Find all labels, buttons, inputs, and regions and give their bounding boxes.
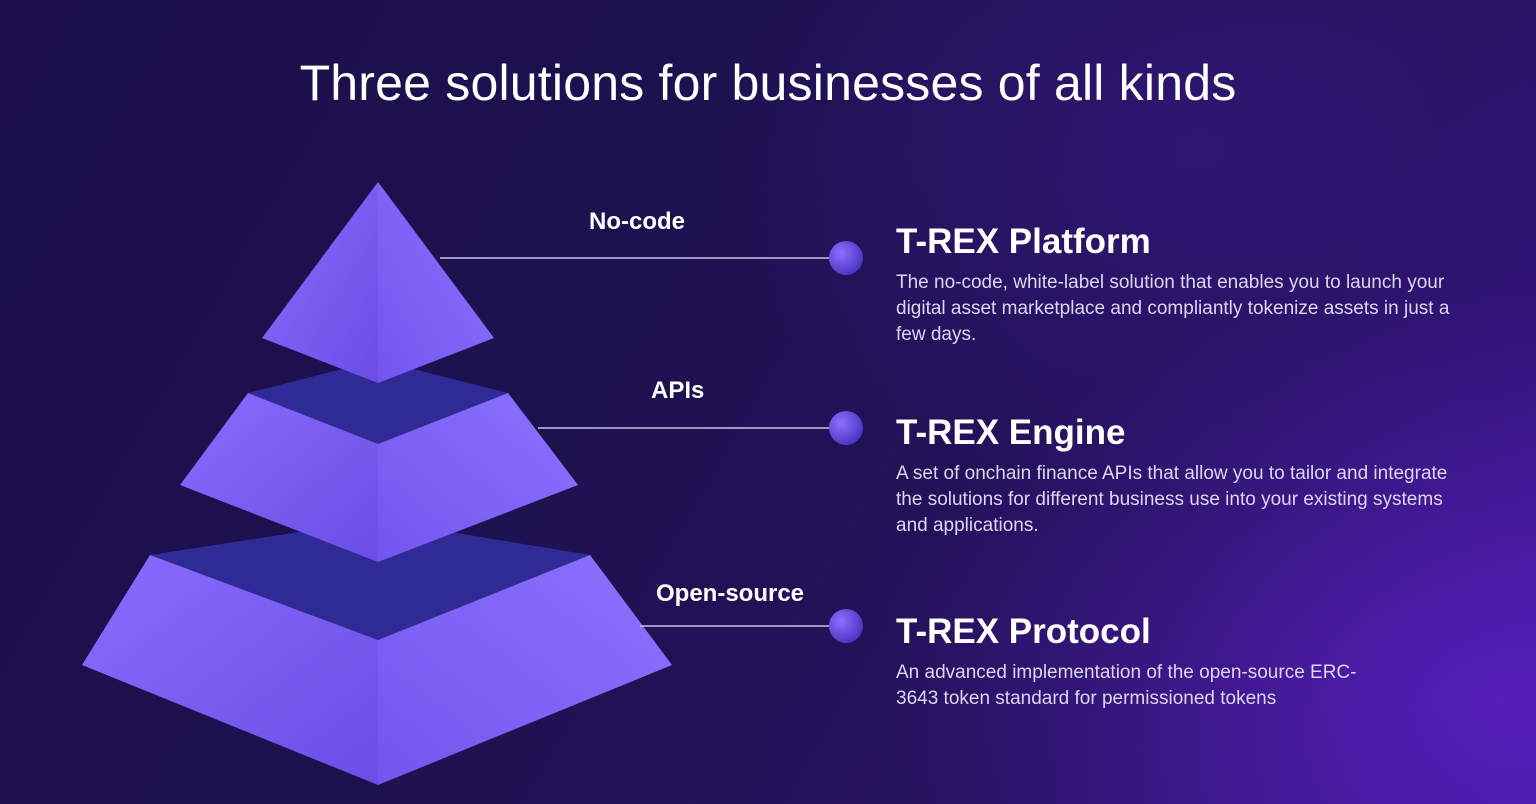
tier-plate bbox=[248, 360, 508, 444]
tier-face-left bbox=[82, 555, 378, 785]
solution-card-protocol: T-REX Protocol An advanced implementatio… bbox=[896, 612, 1456, 712]
solution-title: T-REX Engine bbox=[896, 413, 1126, 452]
pyramid-tier-no-code bbox=[262, 182, 494, 383]
tier-plate bbox=[150, 520, 590, 640]
marker-dot-apis bbox=[829, 411, 863, 445]
solution-card-engine: T-REX Engine A set of onchain finance AP… bbox=[896, 413, 1456, 539]
solution-card-platform: T-REX Platform The no-code, white-label … bbox=[896, 222, 1456, 348]
marker-dot-open-source bbox=[829, 609, 863, 643]
pyramid-tier-apis bbox=[180, 360, 578, 562]
solution-title: T-REX Platform bbox=[896, 222, 1151, 261]
tier-face-right bbox=[378, 555, 672, 785]
tier-label-no-code: No-code bbox=[589, 208, 685, 235]
tier-label-open-source: Open-source bbox=[656, 580, 805, 607]
tier-face-left bbox=[262, 182, 378, 383]
solution-description: The no-code, white-label solution that e… bbox=[896, 272, 1450, 345]
tier-face-left bbox=[180, 393, 378, 562]
marker-dot-no-code bbox=[829, 241, 863, 275]
pyramid-tier-open-source bbox=[82, 520, 672, 785]
solution-description: An advanced implementation of the open-s… bbox=[896, 662, 1357, 709]
tier-label-apis: APIs bbox=[651, 377, 705, 404]
tier-face-right bbox=[378, 182, 494, 383]
page-title: Three solutions for businesses of all ki… bbox=[299, 55, 1237, 111]
solution-description: A set of onchain finance APIs that allow… bbox=[896, 463, 1448, 536]
tier-face-right bbox=[378, 393, 578, 562]
solution-title: T-REX Protocol bbox=[896, 612, 1151, 651]
